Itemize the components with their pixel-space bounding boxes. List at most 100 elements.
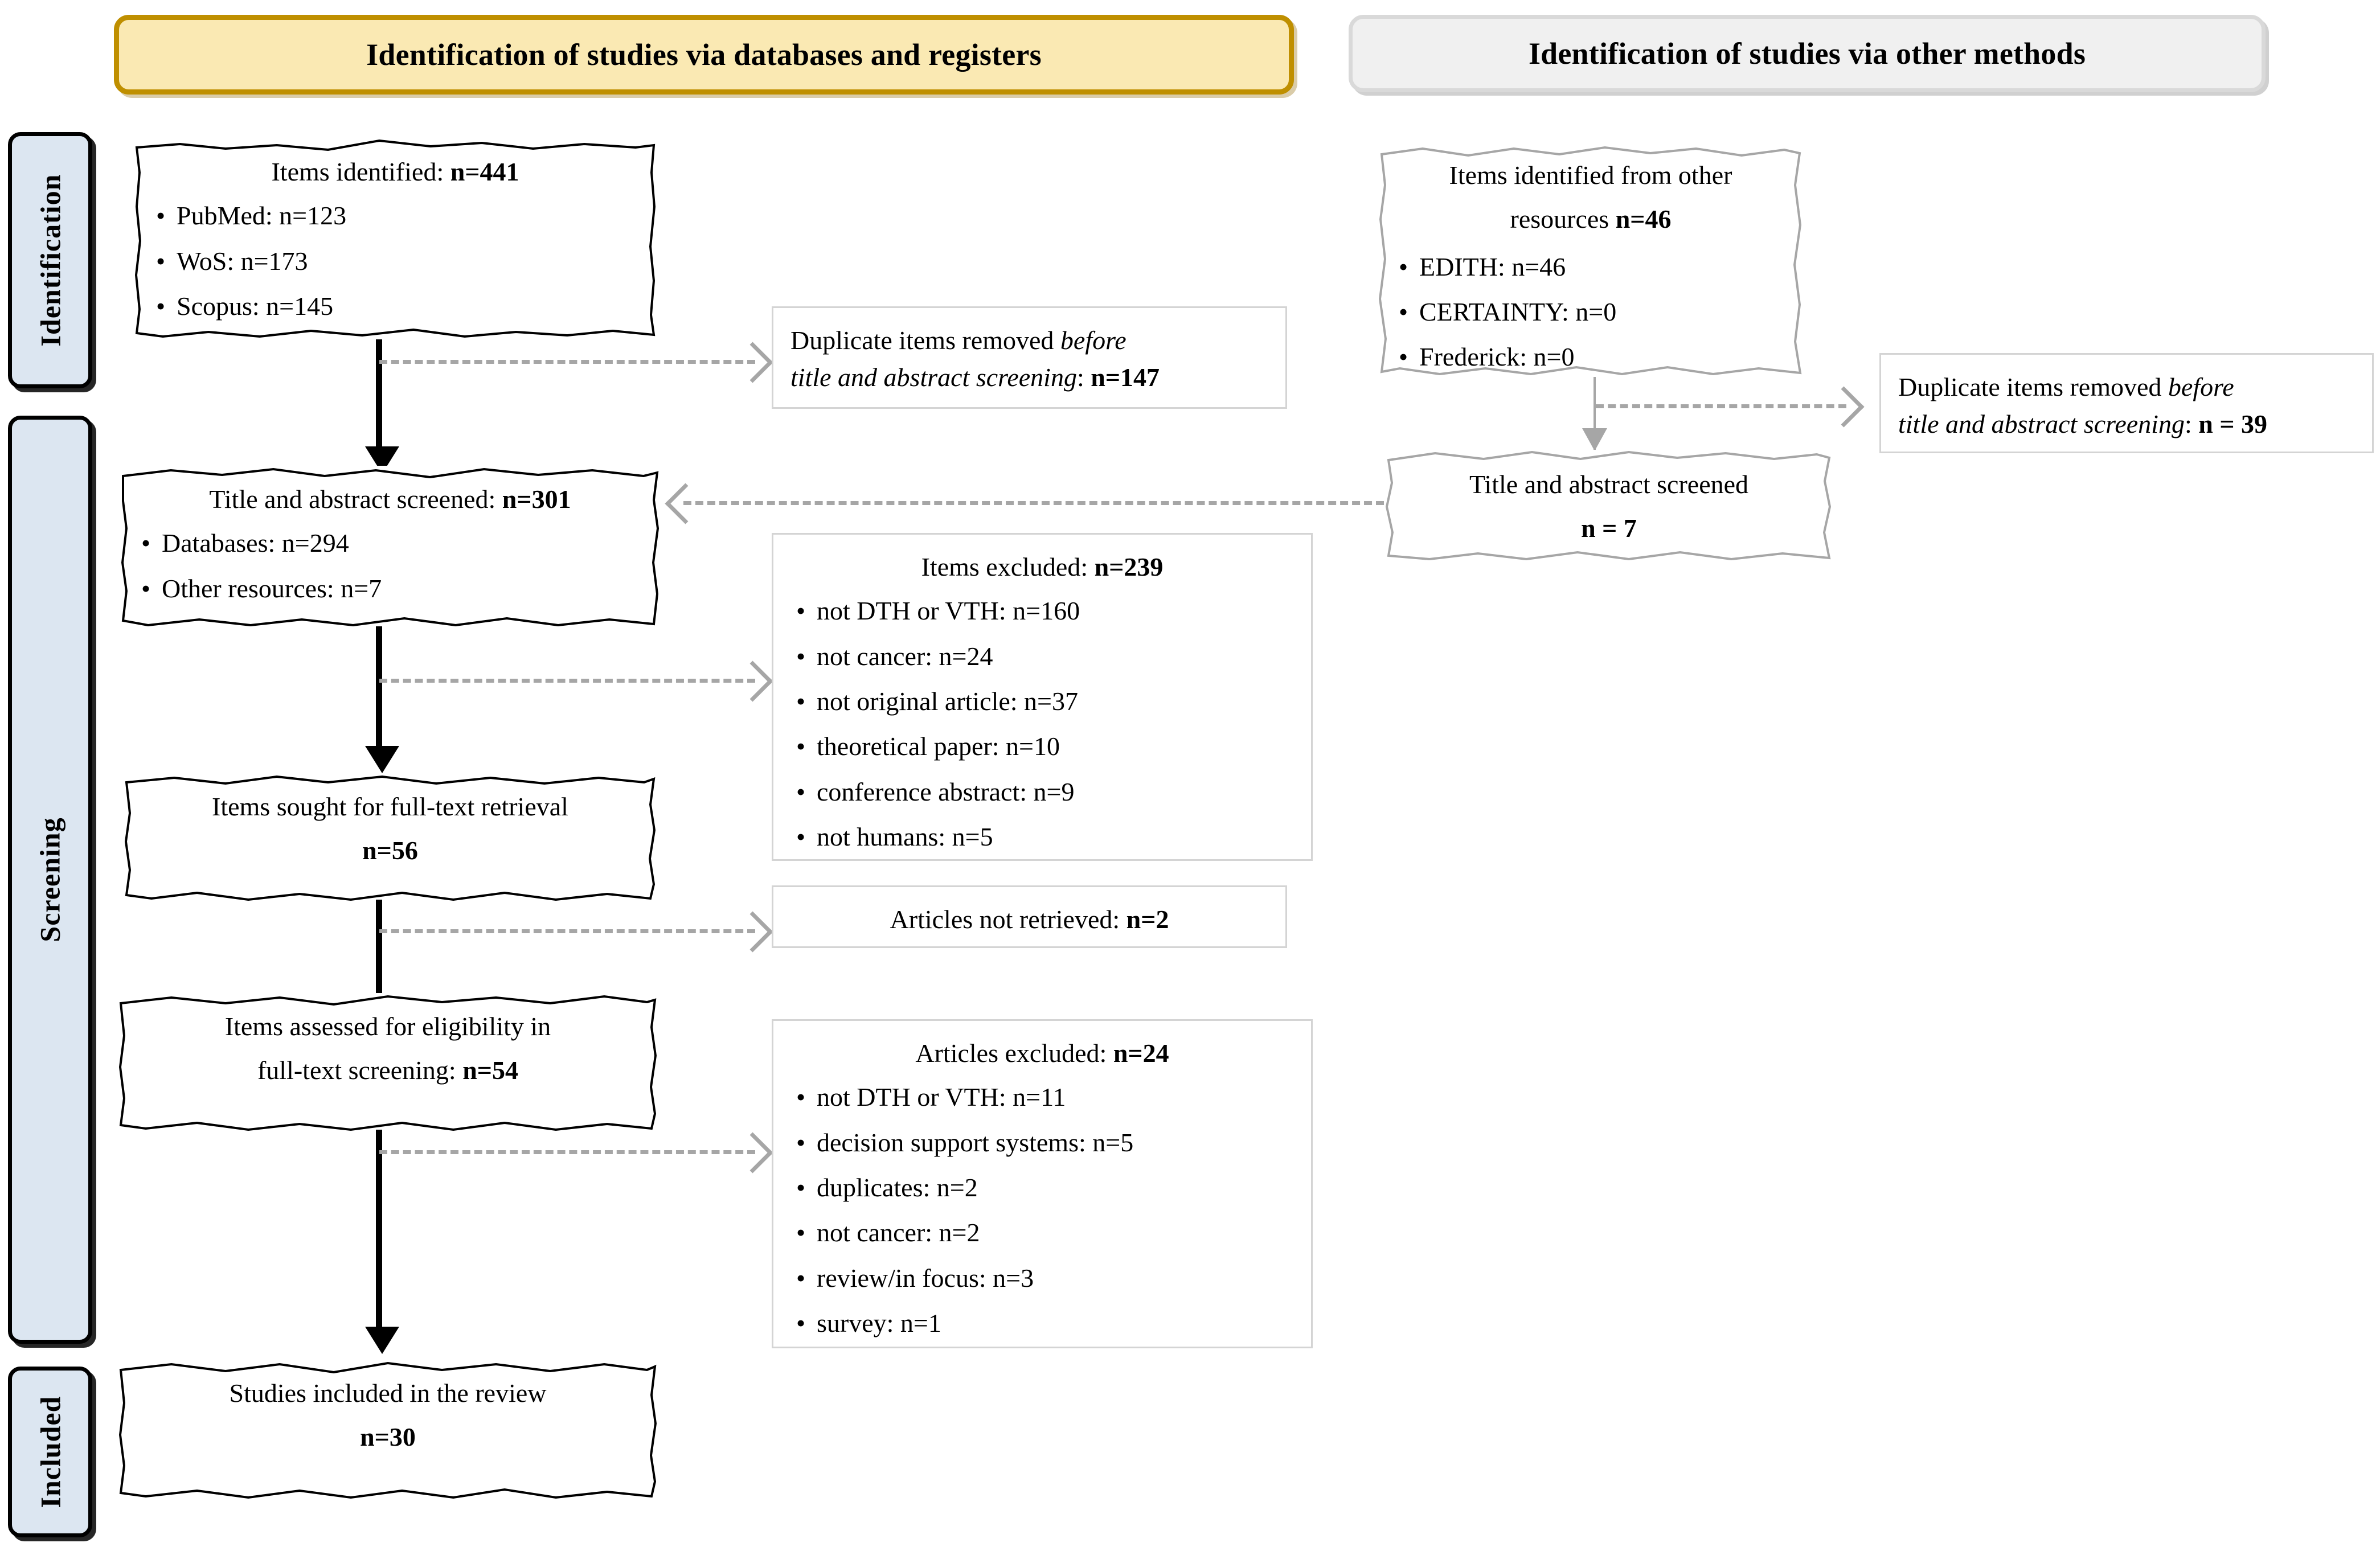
bullet-icon: • [796,596,806,626]
bullet-icon: • [796,822,806,851]
dashed-connector-articles-excluded [379,1150,755,1154]
connector-arrowhead [365,1327,399,1354]
bullet-icon: • [796,686,806,716]
list-item: •WoS: n=173 [156,243,640,280]
wavy-frame [1378,146,1802,376]
list-item: •PubMed: n=123 [156,197,640,234]
header-banner-databases: Identification of studies via databases … [114,15,1294,95]
bullet-icon: • [796,1172,806,1202]
box-title-abstract-screened-right: Title and abstract screened n = 7 [1384,450,1834,564]
bullet-icon: • [1399,297,1408,326]
list-item: •Frederick: n=0 [1399,338,1788,375]
box-items-identified-other: Items identified from other resources n=… [1377,145,1804,379]
stage-label-identification-text: Identification [34,174,66,347]
dashed-connector-right-to-left-screened [683,501,1384,505]
connector-arrowhead [1582,428,1607,451]
list-item: •not cancer: n=2 [796,1214,1294,1251]
box-duplicates-removed-right: Duplicate items removed before title and… [1879,353,2374,453]
wavy-frame [118,995,657,1131]
list-item: •CERTAINTY: n=0 [1399,293,1788,330]
box-articles-not-retrieved-text: Articles not retrieved: [890,905,1126,934]
list-item: •Databases: n=294 [141,524,645,561]
connector-sought-to-eligibility [376,900,382,1031]
dashed-arrowhead [732,342,773,383]
bullet-icon: • [796,1218,806,1248]
list-item: •EDITH: n=46 [1399,248,1788,285]
dashed-arrowhead [732,1132,773,1174]
list-item: •survey: n=1 [796,1304,1294,1341]
dashed-connector-items-excluded [379,679,755,683]
box-sought-fulltext-line1: Items sought for full-text retrieval [212,792,568,821]
box-title-abstract-screened-right-line2: n = 7 [1581,514,1637,543]
list-item: •not original article: n=37 [796,683,1294,720]
list-item: •duplicates: n=2 [796,1169,1294,1206]
dashed-arrowhead [665,483,706,524]
connector-eligibility-to-included [376,1130,382,1340]
box-items-identified-other-title-line2: resources n=46 [1510,204,1672,234]
bullet-icon: • [141,573,151,603]
dashed-arrowhead [1823,386,1865,428]
dashed-arrowhead [732,660,773,702]
list-item: •not cancer: n=24 [796,638,1294,675]
wavy-frame [118,1361,657,1499]
connector-screened-to-sought [376,626,382,757]
box-duplicates-removed-left: Duplicate items removed before title and… [772,306,1287,409]
list-item: •decision support systems: n=5 [796,1124,1294,1161]
list-item: •conference abstract: n=9 [796,773,1294,810]
bullet-icon: • [1399,252,1408,281]
box-articles-excluded-list: •not DTH or VTH: n=11 •decision support … [790,1078,1294,1341]
connector-identified-to-screened [376,339,382,459]
stage-label-screening-text: Screening [34,817,66,942]
box-articles-not-retrieved-value: n=2 [1126,905,1169,934]
box-duplicates-removed-left-line1: Duplicate items removed before [790,326,1126,355]
wavy-frame [124,775,656,901]
stage-label-included-text: Included [34,1396,66,1508]
wavy-frame [121,467,659,627]
header-banner-other-methods: Identification of studies via other meth… [1349,15,2266,92]
box-title-abstract-screened-list: •Databases: n=294 •Other resources: n=7 [136,524,645,607]
box-items-identified: Items identified: n=441 •PubMed: n=123 •… [134,138,656,342]
box-studies-included-line1: Studies included in the review [229,1378,547,1408]
box-title-abstract-screened-title: Title and abstract screened: n=301 [209,485,571,514]
box-items-excluded: Items excluded: n=239 •not DTH or VTH: n… [772,533,1313,861]
bullet-icon: • [796,732,806,761]
connector-other-to-screened [1594,377,1596,450]
box-title-abstract-screened-right-line1: Title and abstract screened [1469,470,1749,499]
box-eligibility-assessed-line2: full-text screening: n=54 [257,1056,518,1085]
dashed-arrowhead [732,911,773,953]
list-item: •Scopus: n=145 [156,288,640,325]
box-items-identified-other-list: •EDITH: n=46 •CERTAINTY: n=0 •Frederick:… [1393,248,1788,376]
list-item: •not DTH or VTH: n=11 [796,1078,1294,1115]
box-items-identified-title: Items identified: n=441 [271,157,519,186]
box-duplicates-removed-right-line2: title and abstract screening: n = 39 [1898,409,2268,439]
box-duplicates-removed-right-line1: Duplicate items removed before [1898,372,2234,401]
wavy-frame [134,139,656,338]
bullet-icon: • [796,777,806,806]
box-sought-fulltext-line2: n=56 [362,836,418,865]
box-items-identified-other-title-line1: Items identified from other [1449,161,1732,190]
box-items-excluded-title: Items excluded: n=239 [921,552,1164,581]
box-studies-included: Studies included in the review n=30 [117,1360,658,1502]
box-articles-not-retrieved: Articles not retrieved: n=2 [772,885,1287,948]
dashed-connector-duplicates-right [1596,404,1846,408]
wavy-frame [1385,450,1832,561]
stage-label-identification: Identification [8,132,92,388]
list-item: •not humans: n=5 [796,818,1294,855]
bullet-icon: • [156,201,166,231]
list-item: •not DTH or VTH: n=160 [796,592,1294,629]
bullet-icon: • [796,1308,806,1337]
box-articles-excluded-title: Articles excluded: n=24 [915,1039,1169,1068]
box-items-excluded-list: •not DTH or VTH: n=160 •not cancer: n=24… [790,592,1294,855]
box-articles-excluded: Articles excluded: n=24 •not DTH or VTH:… [772,1019,1313,1348]
bullet-icon: • [156,246,166,276]
dashed-connector-not-retrieved [379,929,755,933]
box-sought-fulltext: Items sought for full-text retrieval n=5… [123,773,657,904]
bullet-icon: • [796,1082,806,1112]
dashed-connector-duplicates-left [379,360,755,364]
box-title-abstract-screened: Title and abstract screened: n=301 •Data… [120,466,661,631]
bullet-icon: • [141,528,151,558]
bullet-icon: • [796,1263,806,1293]
list-item: •review/in focus: n=3 [796,1259,1294,1296]
bullet-icon: • [1399,342,1408,372]
